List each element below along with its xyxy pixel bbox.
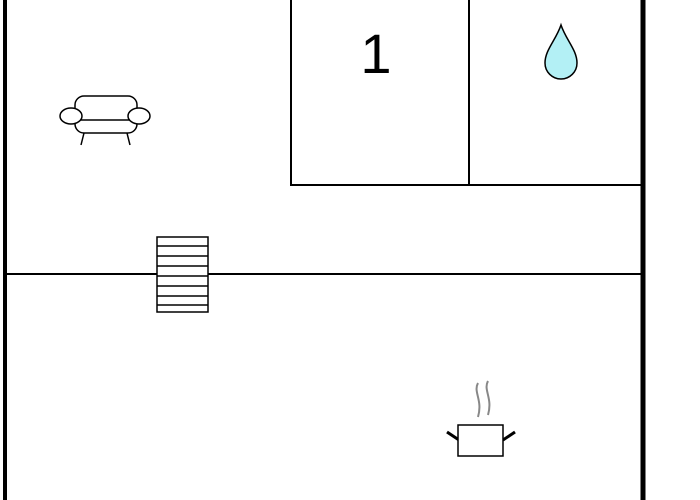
walls: [3, 0, 646, 500]
water-drop-icon: [544, 22, 578, 80]
sofa-icon: [59, 95, 151, 146]
cooking-pot-icon: [446, 380, 516, 457]
bedroom-number-label: 1: [360, 22, 391, 85]
steam-icon: [475, 380, 491, 418]
stairs-icon: [156, 236, 209, 313]
